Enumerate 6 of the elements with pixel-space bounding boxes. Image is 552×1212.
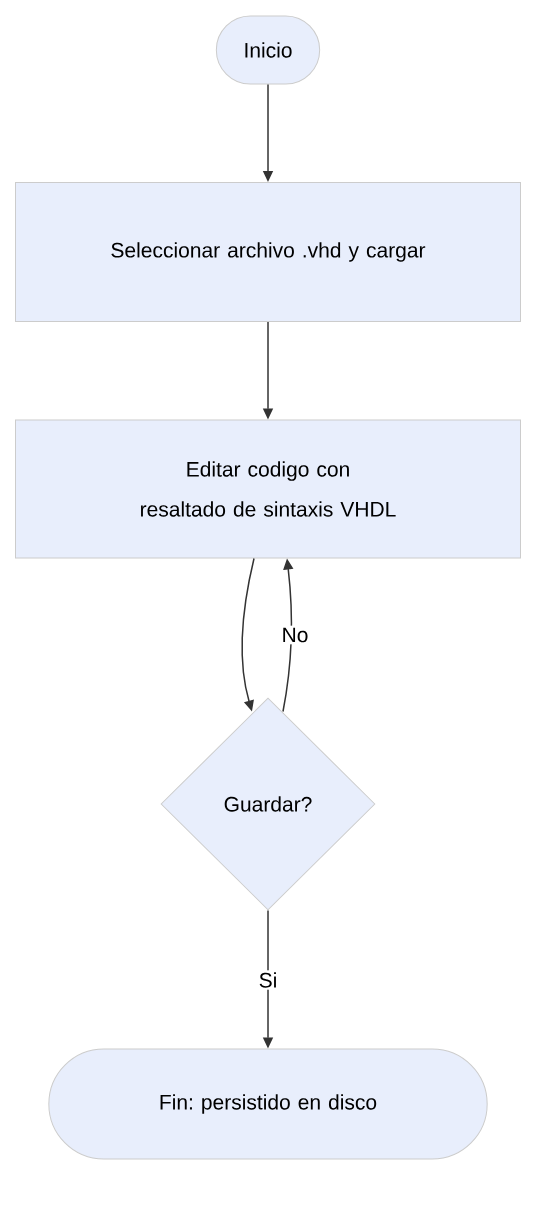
edge-label: Si xyxy=(256,970,280,990)
process-box: Editar codigo con resaltado de sintaxis VHDL xyxy=(15,419,521,559)
terminal-box: Fin: persistido en disco xyxy=(48,1048,488,1160)
process-box: Seleccionar archivo .vhd y cargar xyxy=(15,182,521,322)
edge-label: No xyxy=(279,625,311,645)
terminal-box: Inicio xyxy=(215,15,321,85)
